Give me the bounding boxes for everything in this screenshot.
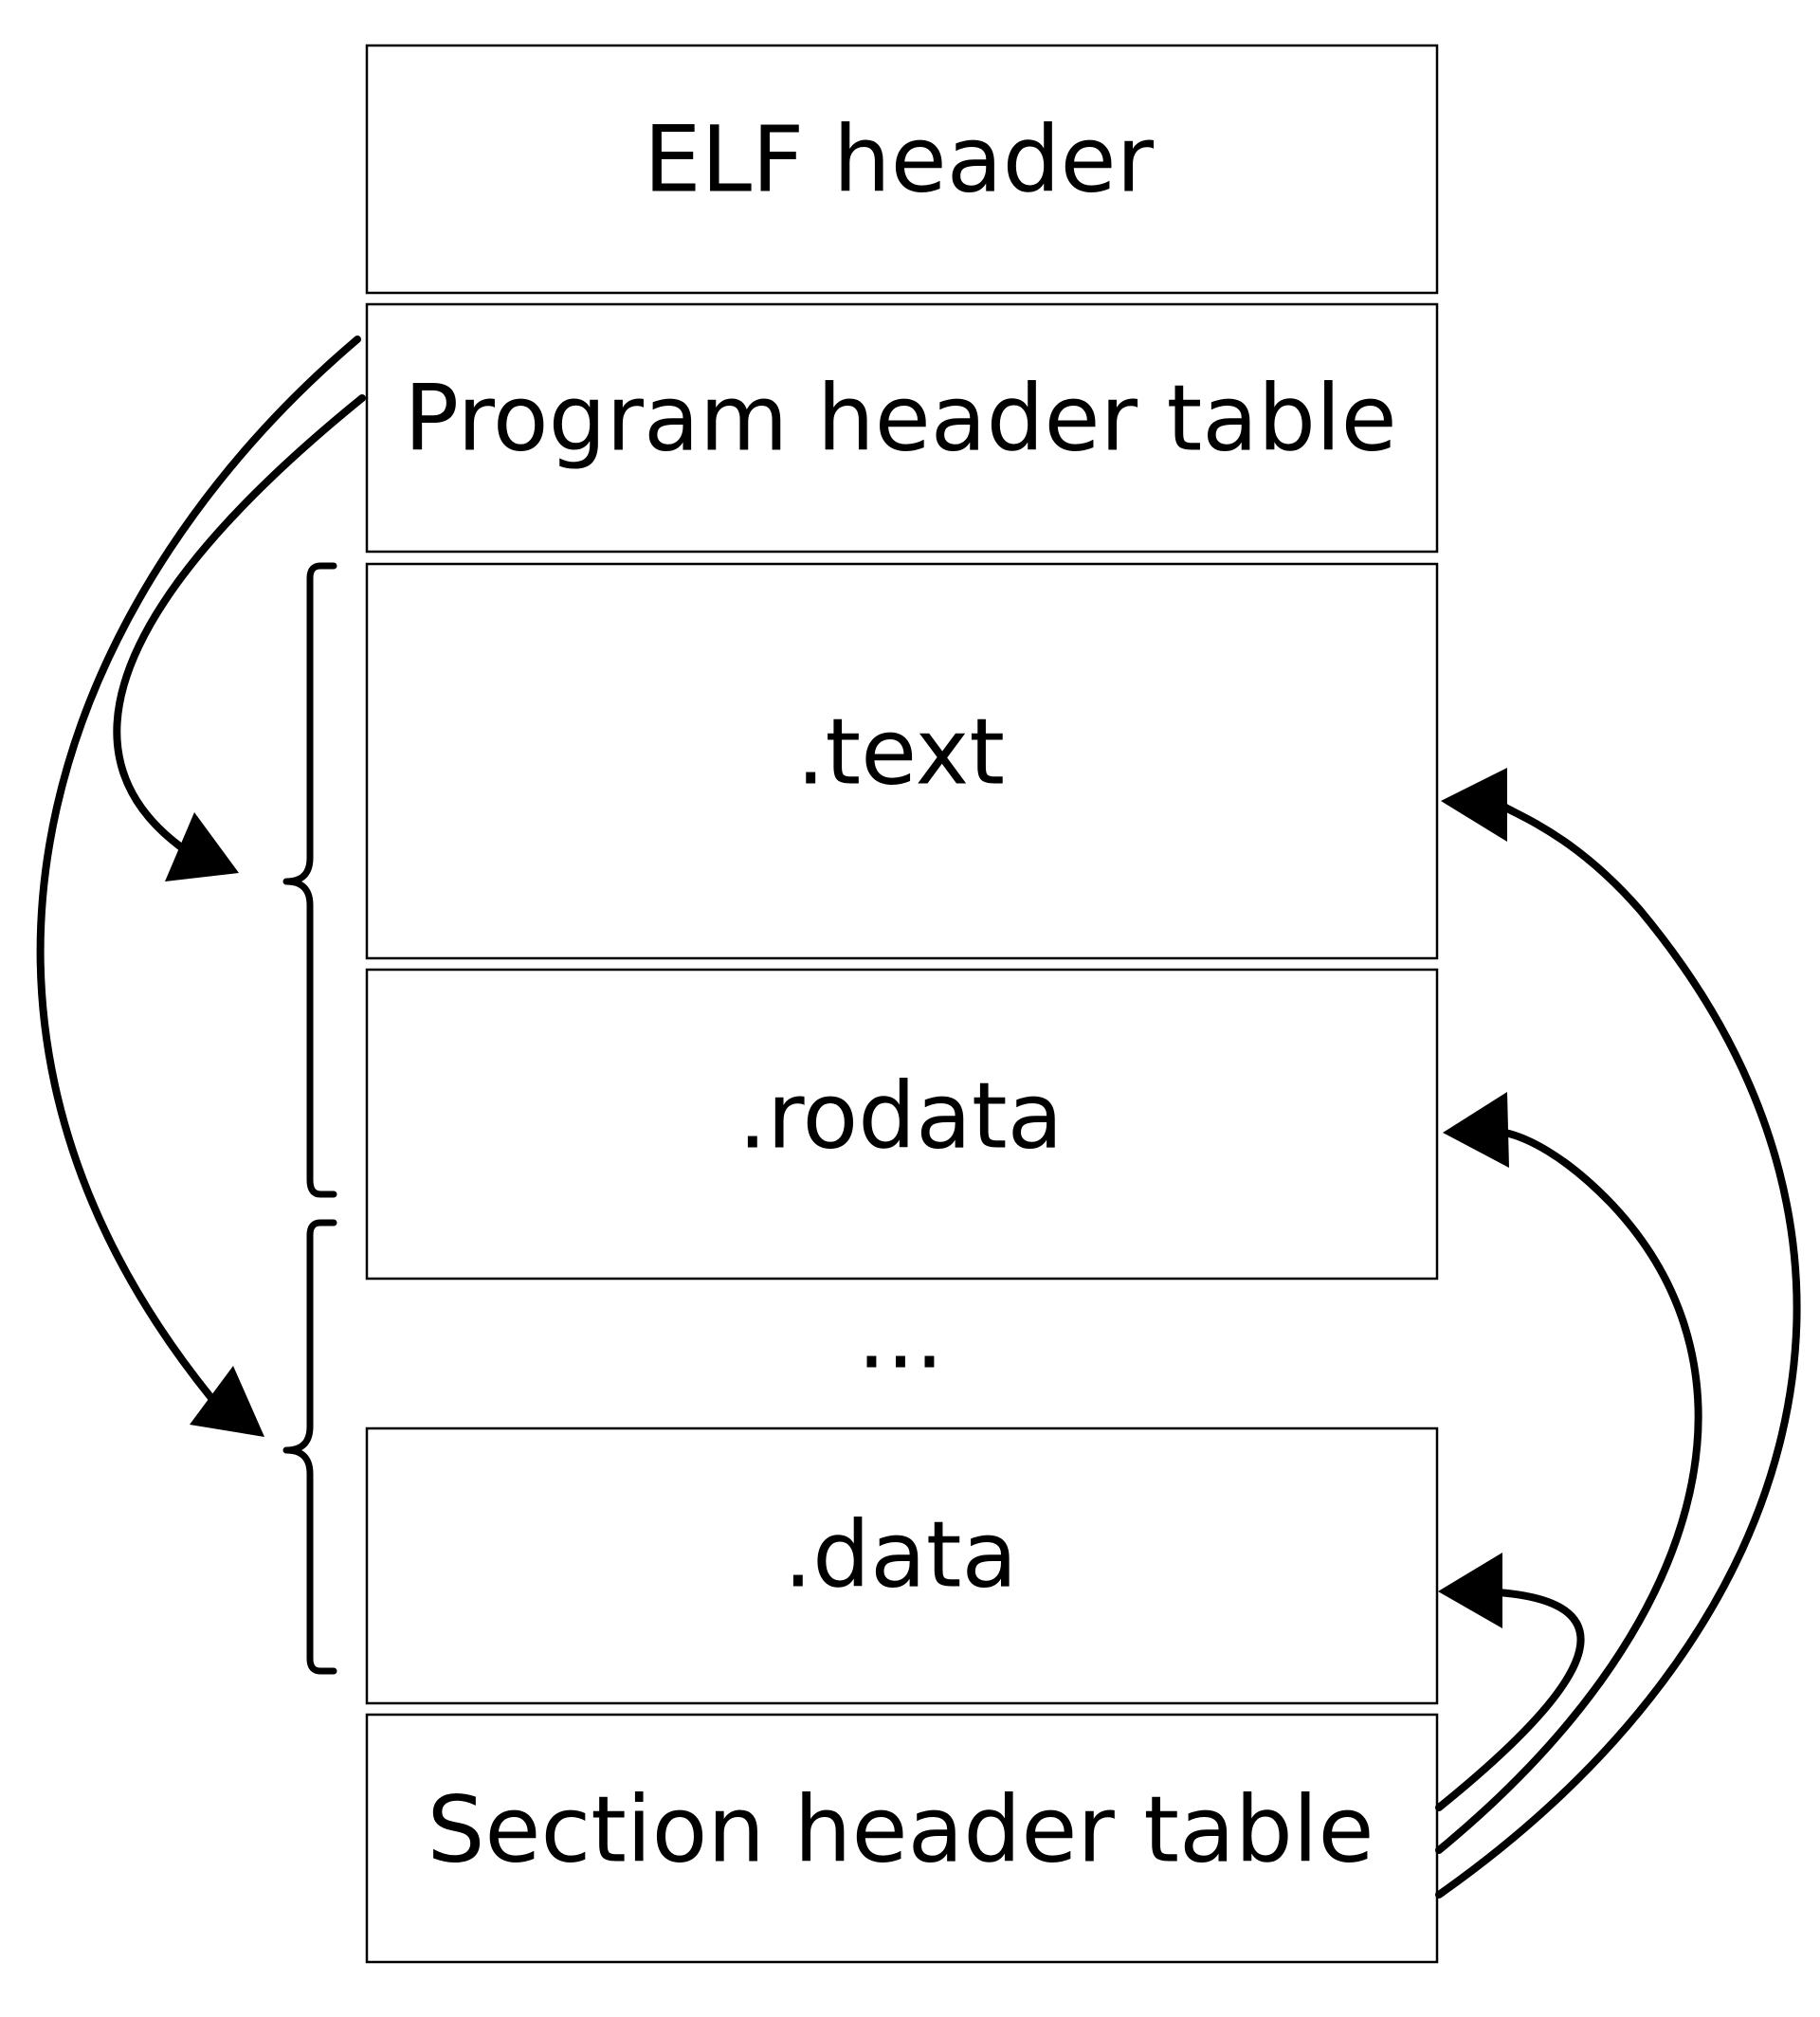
data-arrowhead — [1438, 1553, 1502, 1628]
section-header-table-label: Section header table — [427, 1776, 1374, 1882]
program-header-to-upper-segment-arrow — [113, 394, 366, 850]
elf-header-label: ELF header — [644, 106, 1155, 212]
program-header-table-label: Program header table — [404, 365, 1396, 471]
ellipsis-label: ... — [857, 1282, 944, 1389]
text-arrowhead — [1441, 768, 1507, 842]
rodata-section-label: .rodata — [738, 1063, 1064, 1169]
rodata-section-box — [365, 968, 1439, 1281]
section-header-to-data-arrow — [1435, 1589, 1585, 1811]
elf-header-box — [365, 44, 1439, 295]
section-header-to-text-arrow — [1435, 802, 1801, 1899]
lower-segment-arrowhead — [190, 1366, 264, 1437]
data-section-label: .data — [784, 1501, 1018, 1608]
text-section-box — [365, 562, 1439, 960]
data-section-box — [365, 1426, 1439, 1705]
program-header-table-box — [365, 302, 1439, 554]
text-section-label: .text — [796, 699, 1005, 805]
program-header-to-lower-segment-arrow — [36, 336, 361, 1402]
segment-brace-upper — [282, 562, 337, 1198]
section-header-table-box — [365, 1713, 1439, 1964]
segment-brace-lower — [282, 1219, 337, 1675]
upper-segment-arrowhead — [165, 812, 239, 881]
rodata-arrowhead — [1443, 1092, 1509, 1168]
section-header-to-rodata-arrow — [1435, 1129, 1702, 1854]
